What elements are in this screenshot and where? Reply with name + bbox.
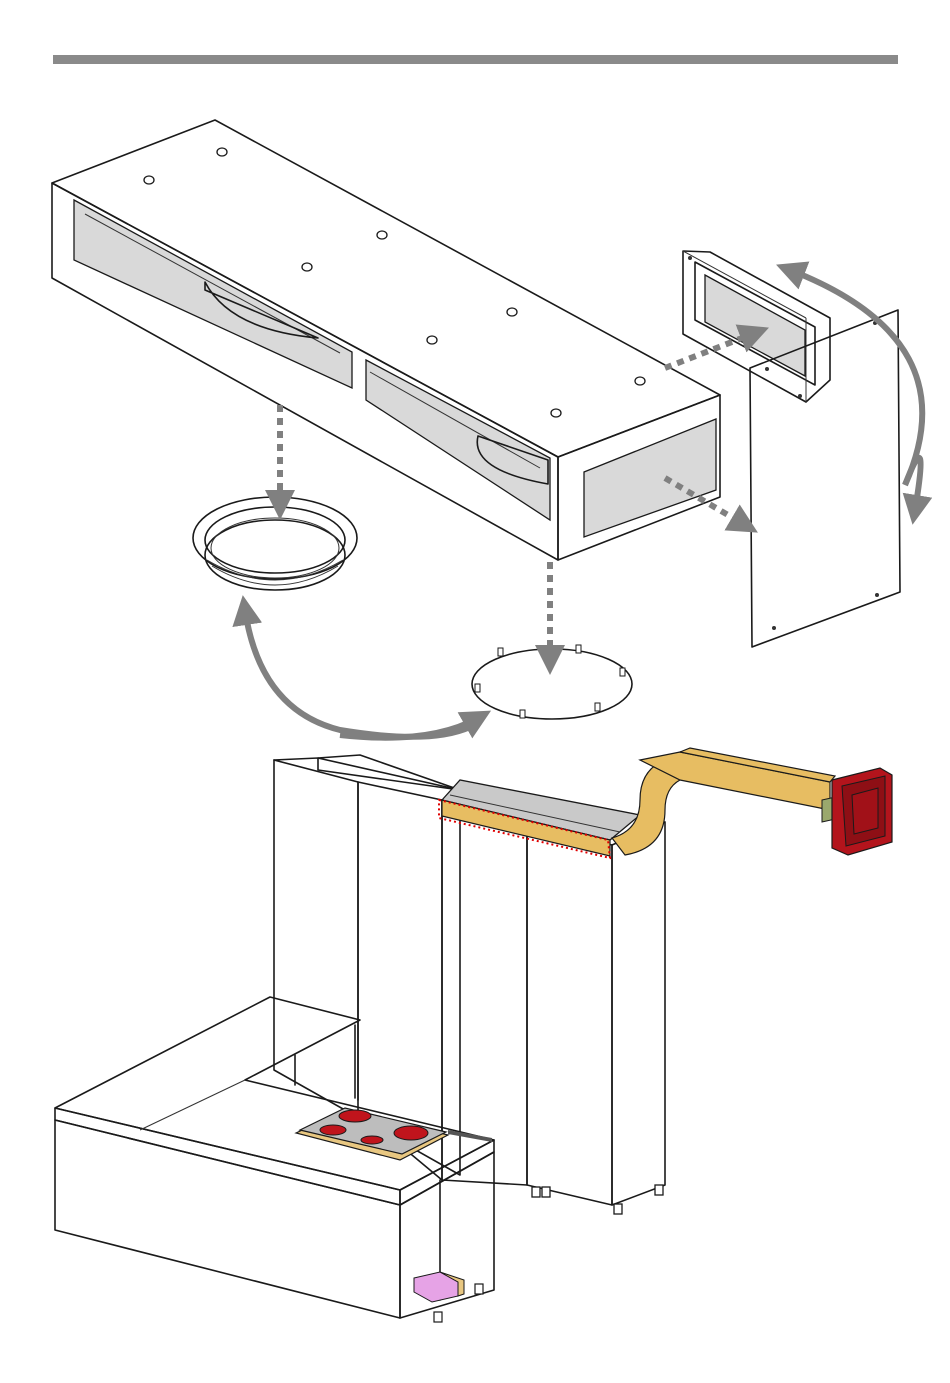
swap-arrow-cover-to-flange bbox=[790, 270, 922, 485]
rectangular-flange bbox=[683, 251, 830, 402]
plenum-opening-right bbox=[366, 360, 550, 520]
plenum-box bbox=[52, 120, 720, 560]
round-spigot-ring bbox=[193, 497, 357, 590]
kitchen-installation bbox=[55, 748, 892, 1322]
ducting bbox=[612, 748, 835, 855]
swap-arrow-ring-to-round-plate bbox=[340, 718, 478, 738]
wall-box bbox=[822, 768, 892, 855]
tall-cabinet-right bbox=[527, 822, 612, 1205]
tall-cabinet-side bbox=[612, 822, 665, 1205]
cover-plate bbox=[750, 310, 900, 647]
swap-arrow-round-plate-to-ring bbox=[245, 610, 470, 737]
plinth-unit bbox=[414, 1272, 464, 1302]
arrow-to-flange bbox=[665, 333, 755, 368]
swap-arrow-flange-to-cover bbox=[905, 458, 921, 510]
plenum-end-opening bbox=[584, 419, 716, 537]
